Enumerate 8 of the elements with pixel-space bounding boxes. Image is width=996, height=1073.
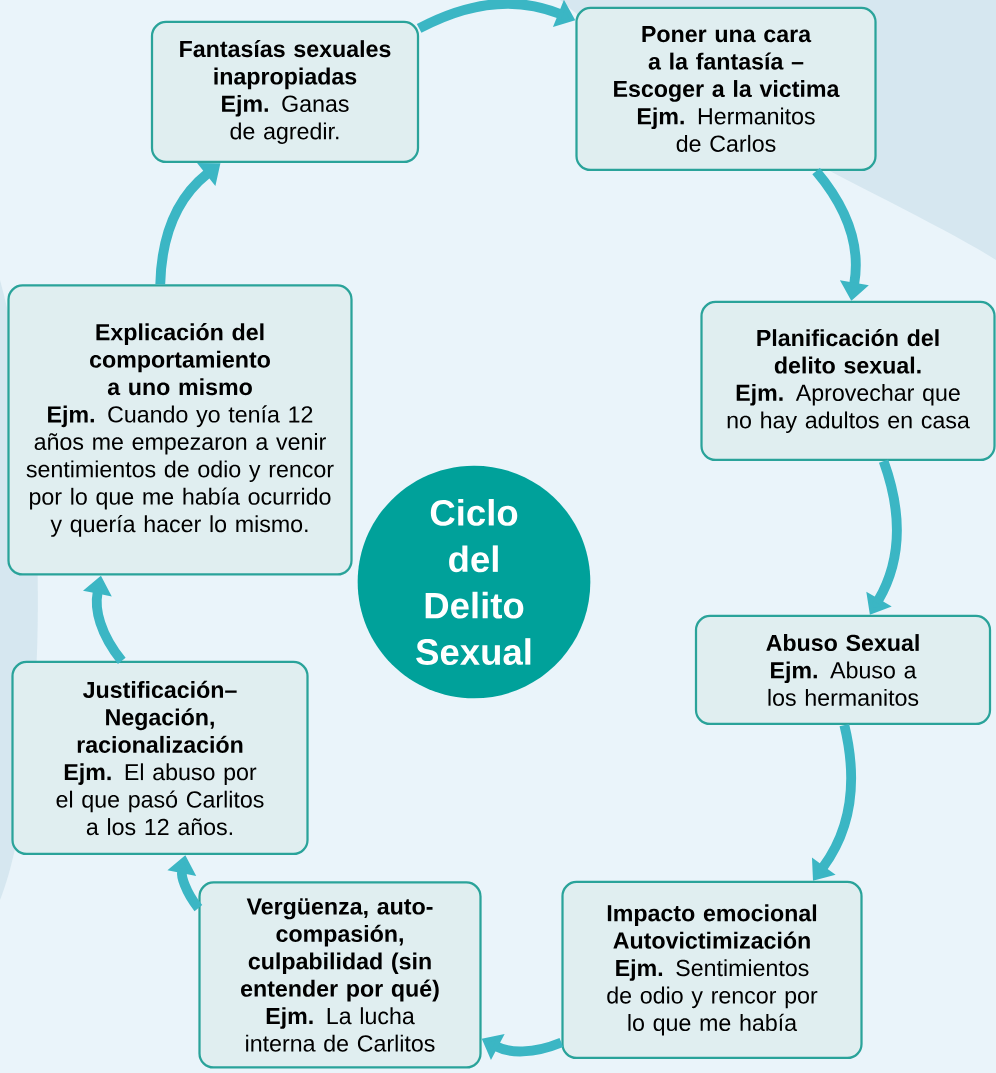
stage-box: Planificación del delito sexual. Ejm. Aprovechar que no hay adultos en casa bbox=[700, 300, 996, 462]
stage-box: Poner una cara a la fantasía – Escoger a la victima Ejm. Hermanitos de Carlos bbox=[575, 6, 877, 172]
stage-box: Explicación del comportamiento a uno mismo Ejm. Cuando yo tenía 12 años me empezaron a venir sentimientos de odio y rencor por lo que me había ocurrido y quería hacer lo mismo. bbox=[7, 284, 353, 576]
stage-box: Justificación– Negación, racionalización Ejm. El abuso por el que pasó Carlitos a los 12 años. bbox=[11, 660, 309, 856]
stage-box: Impacto emocional Autovictimización Ejm. Sentimientos de odio y rencor por lo que me había bbox=[561, 880, 863, 1060]
stage-box: Fantasías sexuales inapropiadas Ejm. Ganas de agredir. bbox=[150, 20, 420, 164]
stage-box: Vergüenza, auto-compasión, culpabilidad (sin entender por qué) Ejm. La lucha interna de Carlitos bbox=[198, 881, 482, 1069]
stage-box: Abuso Sexual Ejm. Abuso a los hermanitos bbox=[694, 614, 992, 726]
